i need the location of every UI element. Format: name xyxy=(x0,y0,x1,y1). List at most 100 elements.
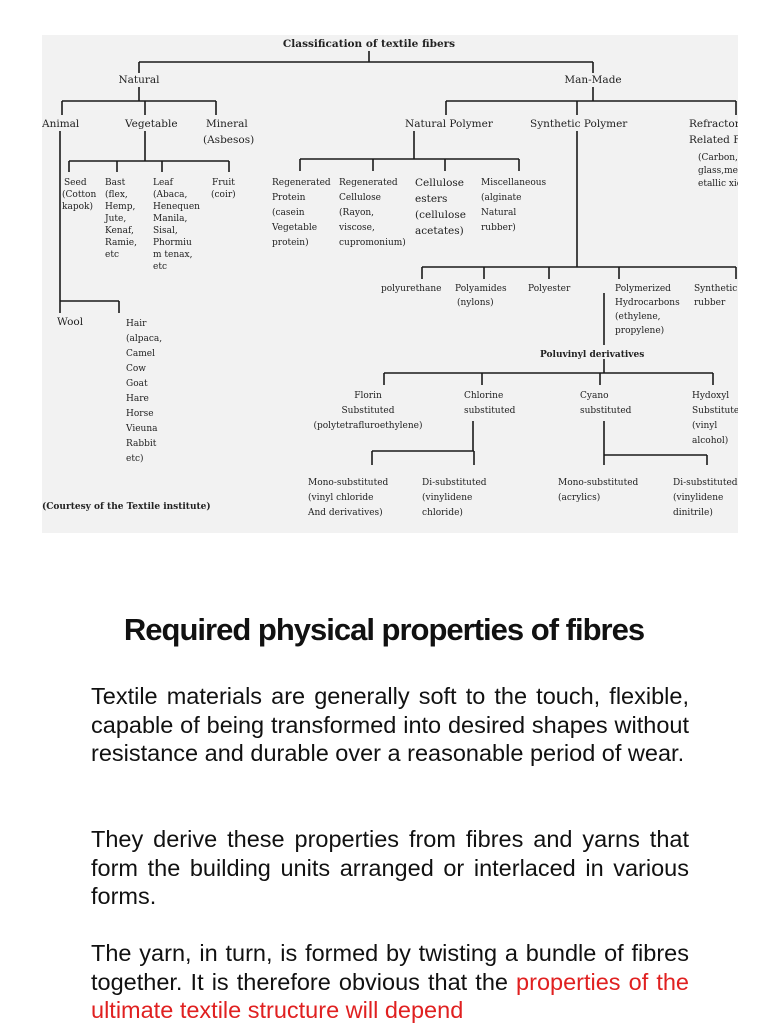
svg-text:(Rayon,: (Rayon, xyxy=(339,207,374,218)
hair-node: Hair (alpaca, Camel Cow Goat Hare Horse … xyxy=(125,319,162,464)
mono-substituted-acrylics-node: Mono-substituted (acrylics) xyxy=(558,478,639,503)
svg-text:Kenaf,: Kenaf, xyxy=(105,226,134,236)
svg-text:Camel: Camel xyxy=(126,349,155,359)
hydroxyl-node: Hydoxyl Substitute (vinyl alcohol) xyxy=(692,391,738,446)
svg-text:Fruit: Fruit xyxy=(212,178,235,188)
svg-text:Di-substituted: Di-substituted xyxy=(673,478,738,488)
svg-text:Substitute: Substitute xyxy=(692,406,738,416)
svg-text:substituted: substituted xyxy=(580,406,632,416)
svg-text:(vinylidene: (vinylidene xyxy=(422,492,472,503)
fiber-classification-diagram: Classification of textile fibers Natural… xyxy=(42,35,738,533)
polyvinyl-label: Poluvinyl derivatives xyxy=(540,350,644,360)
svg-text:Synthetic: Synthetic xyxy=(694,284,737,294)
man-made-label: Man-Made xyxy=(564,74,621,86)
svg-text:(ethylene,: (ethylene, xyxy=(615,311,661,322)
diagram-title: Classification of textile fibers xyxy=(283,38,455,50)
svg-text:substituted: substituted xyxy=(464,406,516,416)
svg-text:Hydoxyl: Hydoxyl xyxy=(692,391,729,401)
svg-text:Bast: Bast xyxy=(105,178,126,188)
svg-text:cupromonium): cupromonium) xyxy=(339,237,406,248)
svg-text:Ramie,: Ramie, xyxy=(105,238,137,248)
svg-text:Polymerized: Polymerized xyxy=(615,284,671,294)
svg-text:m tenax,: m tenax, xyxy=(153,250,192,260)
svg-text:(Abaca,: (Abaca, xyxy=(153,189,187,200)
section-heading: Required physical properties of fibres xyxy=(123,612,645,647)
svg-text:Vieuna: Vieuna xyxy=(125,424,158,434)
di-substituted-dinitrile-node: Di-substituted (vinylidene dinitrile) xyxy=(673,478,738,518)
svg-text:Florin: Florin xyxy=(354,391,382,401)
svg-text:Phormiu: Phormiu xyxy=(153,238,192,248)
synthetic-rubber-node: Synthetic rubber xyxy=(694,284,737,308)
polyamides-node: Polyamides (nylons) xyxy=(455,284,507,308)
svg-text:protein): protein) xyxy=(272,237,309,248)
wool-node: Wool xyxy=(57,316,84,328)
svg-text:Rabbit: Rabbit xyxy=(126,439,157,449)
svg-text:Goat: Goat xyxy=(126,379,148,389)
svg-text:(flex,: (flex, xyxy=(105,189,128,200)
svg-text:Substituted: Substituted xyxy=(342,406,395,416)
florin-node: Florin Substituted (polytetrafluroethyle… xyxy=(313,391,422,431)
svg-text:Polyamides: Polyamides xyxy=(455,284,507,294)
animal-label: Animal xyxy=(42,118,80,130)
svg-text:dinitrile): dinitrile) xyxy=(673,507,713,518)
chlorine-node: Chlorine substituted xyxy=(464,391,516,416)
mono-substituted-chloride-node: Mono-substituted (vinyl chloride And der… xyxy=(307,478,389,518)
svg-text:(coir): (coir) xyxy=(211,189,236,200)
svg-text:Horse: Horse xyxy=(126,409,154,419)
svg-text:glass,meta: glass,meta xyxy=(698,166,738,176)
svg-text:(acrylics): (acrylics) xyxy=(558,492,600,503)
miscellaneous-node: Miscellaneous (alginate Natural rubber) xyxy=(481,178,547,233)
svg-text:Cellulose: Cellulose xyxy=(339,193,381,203)
polyurethane-node: polyurethane xyxy=(381,284,441,294)
svg-text:esters: esters xyxy=(415,193,447,205)
svg-text:Hare: Hare xyxy=(126,394,149,404)
svg-text:Mono-substituted: Mono-substituted xyxy=(308,478,389,488)
polymerized-hydrocarbons-node: Polymerized Hydrocarbons (ethylene, prop… xyxy=(615,284,680,336)
svg-text:Miscellaneous: Miscellaneous xyxy=(481,178,547,188)
regenerated-cellulose-node: Regenerated Cellulose (Rayon, viscose, c… xyxy=(338,178,406,248)
svg-text:Hydrocarbons: Hydrocarbons xyxy=(615,298,680,308)
svg-text:(vinylidene: (vinylidene xyxy=(673,492,723,503)
courtesy-note: (Courtesy of the Textile institute) xyxy=(42,501,211,512)
fruit-node: Fruit (coir) xyxy=(211,178,236,200)
svg-text:rubber): rubber) xyxy=(481,222,516,233)
svg-text:etc: etc xyxy=(153,262,167,272)
svg-text:Cow: Cow xyxy=(126,364,146,374)
bast-node: Bast (flex, Hemp, Jute, Kenaf, Ramie, et… xyxy=(104,178,137,260)
svg-text:(casein: (casein xyxy=(272,207,305,218)
svg-text:Di-substituted: Di-substituted xyxy=(422,478,487,488)
paragraph-3-text: The yarn, in turn, is formed by twisting… xyxy=(91,940,689,995)
svg-text:(vinyl: (vinyl xyxy=(692,420,717,431)
svg-text:Protein: Protein xyxy=(272,193,306,203)
svg-text:alcohol): alcohol) xyxy=(692,435,728,446)
polyester-node: Polyester xyxy=(528,284,571,294)
seed-node: Seed (Cotton kapok) xyxy=(62,178,96,212)
svg-text:Regenerated: Regenerated xyxy=(339,178,398,188)
paragraph-1: Textile materials are generally soft to … xyxy=(91,683,689,766)
svg-text:Manila,: Manila, xyxy=(153,214,187,224)
svg-text:And derivatives): And derivatives) xyxy=(307,507,383,518)
vegetable-label: Vegetable xyxy=(124,118,178,130)
svg-text:Mono-substituted: Mono-substituted xyxy=(558,478,639,488)
di-substituted-chloride-node: Di-substituted (vinylidene chloride) xyxy=(422,478,487,518)
refractory-label-2: Related F xyxy=(689,134,738,146)
svg-text:Hair: Hair xyxy=(126,319,147,329)
svg-text:(nylons): (nylons) xyxy=(457,297,494,308)
svg-text:Jute,: Jute, xyxy=(104,214,126,224)
refractory-detail: (Carbon, glass,meta etallic xid xyxy=(698,152,738,189)
regenerated-protein-node: Regenerated Protein (casein Vegetable pr… xyxy=(271,178,331,248)
svg-text:(Carbon,: (Carbon, xyxy=(698,152,738,163)
paragraph-2: They derive these properties from fibres… xyxy=(91,826,689,909)
paragraph-3-highlight: properties of the ultimate textile struc… xyxy=(91,968,689,1024)
svg-text:Seed: Seed xyxy=(64,178,87,188)
svg-text:Vegetable: Vegetable xyxy=(271,223,317,233)
svg-text:rubber: rubber xyxy=(694,298,726,308)
svg-text:Cellulose: Cellulose xyxy=(415,177,464,189)
mineral-label: Mineral xyxy=(206,118,248,130)
svg-text:(cellulose: (cellulose xyxy=(415,209,466,221)
svg-text:(alpaca,: (alpaca, xyxy=(126,333,162,344)
svg-text:Cyano: Cyano xyxy=(580,391,609,401)
mineral-detail: (Asbesos) xyxy=(203,134,254,146)
leaf-node: Leaf (Abaca, Henequen Manila, Sisal, Pho… xyxy=(153,178,200,272)
svg-text:etallic xid: etallic xid xyxy=(698,179,738,189)
